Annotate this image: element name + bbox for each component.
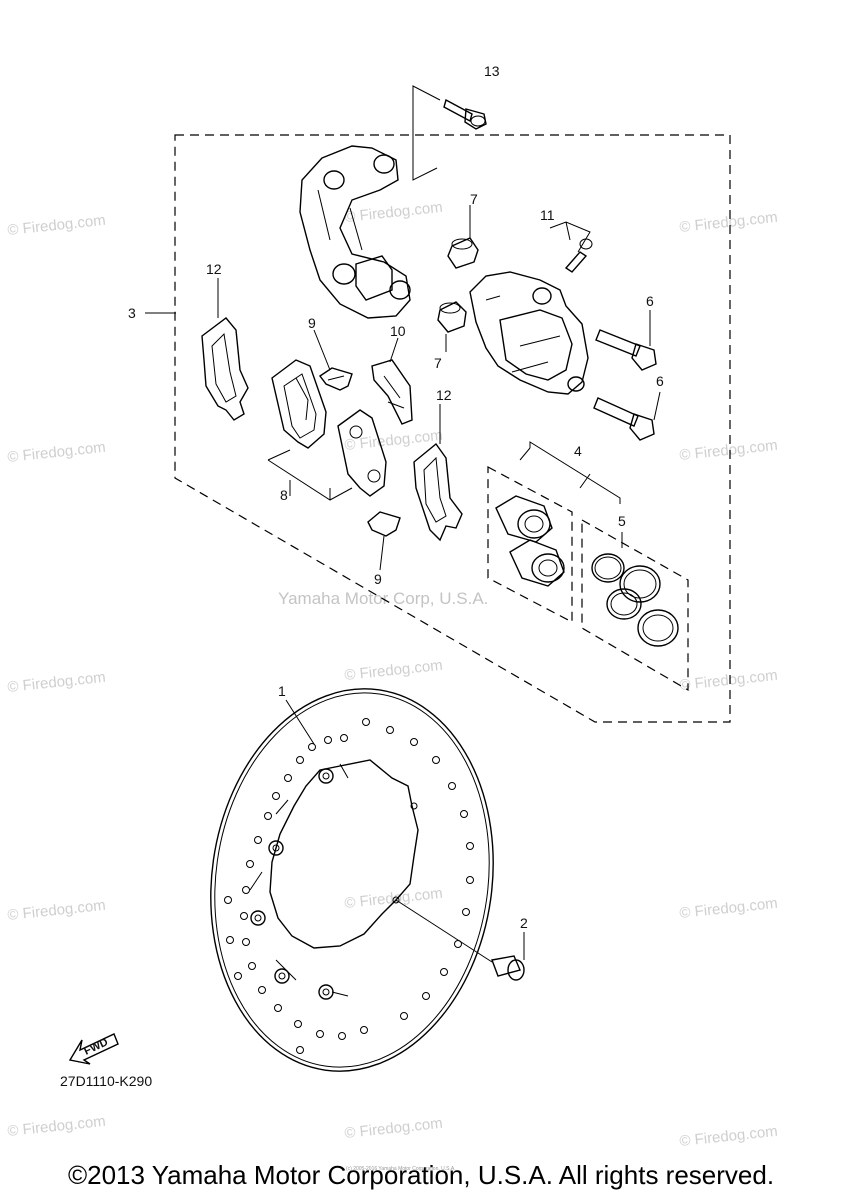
brake-disc-1 — [210, 688, 494, 1072]
pad-spring-10 — [371, 337, 413, 425]
copyright-notice: ©2013 Yamaha Motor Corporation, U.S.A. A… — [67, 1160, 775, 1190]
pin-6-lower — [593, 391, 661, 441]
watermarks: © Firedog.com © Firedog.com © Firedog.co… — [7, 199, 779, 1150]
disc-bolt-2 — [395, 899, 525, 981]
watermark: © Firedog.com — [679, 437, 779, 464]
caliper-assembly-outline — [174, 134, 731, 723]
piston-kit-outline — [487, 465, 573, 623]
brake-pad-8-right — [337, 409, 387, 497]
watermark: © Firedog.com — [679, 1123, 779, 1150]
caliper-body — [469, 271, 589, 395]
pad-clip-9-upper — [313, 329, 353, 391]
watermark: © Firedog.com — [7, 1113, 107, 1140]
disc-rivets — [250, 768, 418, 1000]
callout-9: 9 — [374, 571, 382, 587]
footer-small-print: (c) 2005-2016 Yamaha Motor Corporation, … — [346, 1166, 456, 1172]
watermark: © Firedog.com — [344, 657, 444, 684]
watermark: © Firedog.com — [679, 209, 779, 236]
boot-7-upper — [447, 205, 479, 269]
bleed-screw-11 — [549, 221, 593, 273]
watermark: © Firedog.com — [7, 669, 107, 696]
diagram-code: 27D1110-K290 — [60, 1073, 152, 1089]
callout-8: 8 — [280, 487, 288, 503]
pad-8-leader — [267, 449, 353, 501]
callout-1: 1 — [278, 683, 286, 699]
watermark: © Firedog.com — [344, 199, 444, 226]
watermark: © Firedog.com — [7, 439, 107, 466]
watermark: © Firedog.com — [7, 897, 107, 924]
brake-pad-8-left — [271, 359, 327, 449]
pin-6-upper — [595, 310, 657, 371]
callout-12: 12 — [206, 261, 222, 277]
callout-4: 4 — [574, 443, 582, 459]
boot-7-lower — [437, 301, 467, 352]
bolt-13 — [412, 85, 487, 181]
callout-6: 6 — [646, 293, 654, 309]
callout-11: 11 — [540, 207, 555, 223]
callout-3: 3 — [128, 305, 136, 321]
watermark: © Firedog.com — [344, 1115, 444, 1142]
seal-kit-5 — [591, 532, 679, 647]
fwd-arrow-icon: FWD — [68, 1033, 119, 1065]
pad-shim-12-right — [413, 404, 463, 542]
watermark: © Firedog.com — [679, 667, 779, 694]
watermark: © Firedog.com — [679, 895, 779, 922]
callout-2: 2 — [520, 915, 528, 931]
callout-12: 12 — [436, 387, 452, 403]
pad-shim-12-left — [201, 278, 249, 421]
callouts: 13 7 11 12 6 3 9 10 7 6 12 4 8 5 9 1 2 — [128, 63, 664, 931]
pad-clip-9-lower — [367, 511, 401, 571]
callout-7: 7 — [434, 355, 442, 371]
piston-4 — [495, 441, 621, 587]
disc-holes — [224, 718, 474, 1054]
caliper-bracket — [299, 145, 411, 319]
seal-kit-outline — [581, 518, 689, 692]
watermark: © Firedog.com — [7, 212, 107, 239]
callout-10: 10 — [390, 323, 406, 339]
callout-7: 7 — [470, 191, 478, 207]
callout-13: 13 — [484, 63, 500, 79]
callout-5: 5 — [618, 513, 626, 529]
callout-9: 9 — [308, 315, 316, 331]
callout-6: 6 — [656, 373, 664, 389]
